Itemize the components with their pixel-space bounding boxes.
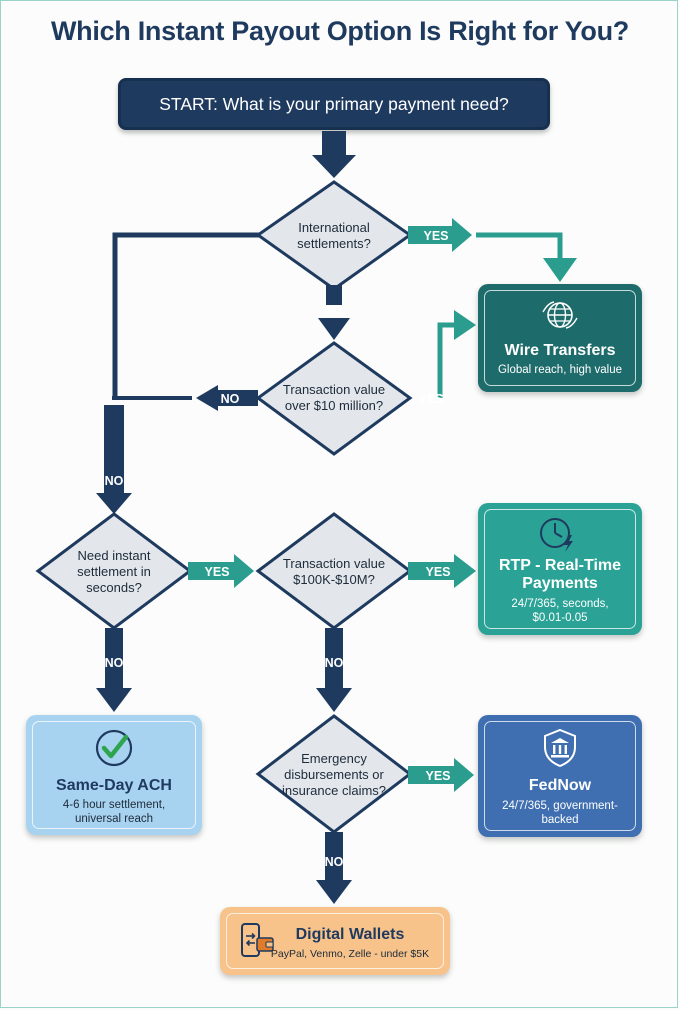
- outcome-subtitle: Global reach, high value: [497, 364, 623, 376]
- clock-lightning-icon: [540, 518, 573, 552]
- yes-label: YES: [418, 392, 443, 406]
- yes-label: YES: [425, 769, 450, 783]
- no-label: NO: [105, 656, 124, 670]
- no-label: NO: [325, 656, 344, 670]
- yes-arrow: [408, 758, 474, 792]
- page-title: Which Instant Payout Option Is Right for…: [51, 16, 629, 46]
- yes-arrow: [408, 218, 472, 252]
- no-label: NO: [105, 474, 124, 488]
- yes-label: YES: [423, 229, 448, 243]
- yes-arrow: [188, 554, 254, 588]
- government-shield-icon: [544, 728, 576, 768]
- outcome-subtitle: PayPal, Venmo, Zelle - under $5K: [270, 948, 430, 960]
- outcome-wire-transfers: Wire Transfers Global reach, high value: [478, 284, 642, 392]
- down-arrow: [312, 131, 356, 178]
- left-loop-connector: [112, 232, 260, 400]
- decision-emergency-text: Emergency disbursements or insurance cla…: [281, 751, 387, 798]
- down-arrow-head: [96, 493, 132, 514]
- outcome-fednow: FedNow 24/7/365, government-backed: [478, 715, 642, 837]
- phone-wallet-icon: [241, 923, 274, 957]
- yes-label: YES: [425, 565, 450, 579]
- outcome-digital-wallets: Digital Wallets PayPal, Venmo, Zelle - u…: [220, 907, 450, 975]
- no-arrow-head: [316, 688, 352, 712]
- decision-international-text: International settlements?: [297, 220, 371, 251]
- outcome-title: Same-Day ACH: [56, 777, 172, 794]
- globe-icon: [542, 301, 578, 329]
- checkmark-icon: [95, 729, 133, 767]
- decision-diamond-over-10m: [255, 341, 413, 456]
- yes-label: YES: [204, 565, 229, 579]
- no-label: NO: [221, 392, 240, 406]
- down-shaft: [104, 405, 124, 501]
- decision-over-10m-text: Transaction value over $10 million?: [282, 382, 386, 413]
- no-shaft: [325, 832, 343, 884]
- no-shaft: [105, 628, 123, 690]
- decision-instant-text: Need instant settlement in seconds?: [77, 548, 151, 595]
- outcome-title: Digital Wallets: [295, 926, 405, 943]
- arrow-head: [454, 310, 476, 340]
- outcome-subtitle: 24/7/365, seconds, $0.01-0.05: [511, 598, 609, 624]
- outcome-rtp: RTP - Real-Time Payments 24/7/365, secon…: [478, 503, 642, 635]
- yes-connector: [476, 232, 563, 262]
- no-label: NO: [325, 304, 344, 318]
- outcome-title: Wire Transfers: [504, 342, 616, 359]
- no-shaft: [325, 628, 343, 690]
- no-arrow-head: [96, 688, 132, 712]
- outcome-subtitle: 24/7/365, government-backed: [502, 800, 618, 826]
- start-node: START: What is your primary payment need…: [118, 78, 550, 130]
- yes-connector: [437, 322, 456, 398]
- outcome-title: RTP - Real-Time Payments: [498, 557, 622, 592]
- decision-range-text: Transaction value $100K-$10M?: [282, 556, 386, 587]
- no-arrow-head: [318, 318, 350, 340]
- arrow-head: [543, 258, 577, 282]
- no-arrow-head: [316, 880, 352, 904]
- no-label: NO: [325, 855, 344, 869]
- outcome-title: FedNow: [528, 777, 592, 794]
- outcome-same-day-ach: Same-Day ACH 4-6 hour settlement, univer…: [26, 715, 202, 835]
- no-arrow: [196, 385, 258, 411]
- no-shaft: [326, 285, 342, 305]
- outcome-subtitle: 4-6 hour settlement, universal reach: [62, 799, 166, 825]
- yes-arrow: [408, 554, 476, 588]
